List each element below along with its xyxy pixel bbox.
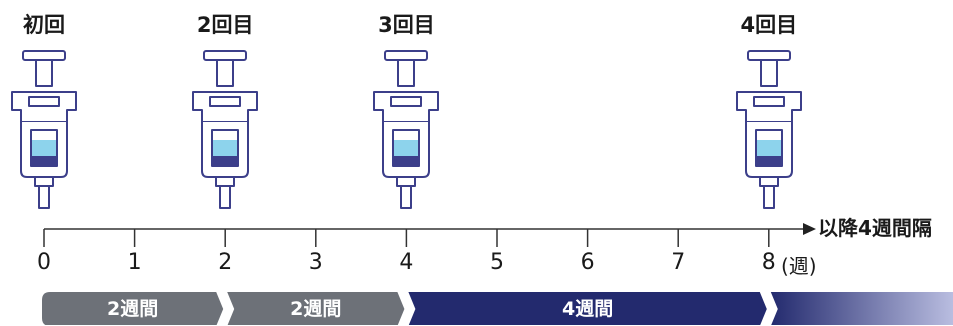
syringe-illustration <box>371 48 441 210</box>
interval-label: 2週間 <box>106 298 159 320</box>
syringe-illustration <box>190 48 260 210</box>
dose-label: 3回目 <box>378 13 435 37</box>
axis-tick-label: 1 <box>127 250 142 275</box>
axis-tick-label: 5 <box>490 250 504 275</box>
axis-tick-label: 7 <box>671 250 686 275</box>
axis-tick-label: 6 <box>580 250 595 275</box>
syringe-icon <box>192 50 259 209</box>
dose-label: 初回 <box>23 13 65 37</box>
syringe-illustration <box>734 48 804 210</box>
interval-bar <box>408 292 767 325</box>
interval-bar <box>227 292 405 325</box>
axis-tick-label: 0 <box>37 250 51 275</box>
interval-label: 4週間 <box>561 298 614 320</box>
syringe-icon <box>735 50 802 209</box>
axis-tick-label: 8 <box>761 250 776 275</box>
axis-tick-label: 4 <box>399 250 414 275</box>
dose-label: 4回目 <box>740 13 798 37</box>
syringe-illustration <box>9 48 79 210</box>
interval-after-label: 以降4週間隔 <box>818 216 932 240</box>
syringe-icon <box>373 50 440 209</box>
continuation-bar <box>770 292 953 325</box>
interval-label: 2週間 <box>290 298 342 320</box>
axis-tick-label: 2 <box>218 250 233 275</box>
axis-arrow-head <box>803 223 816 235</box>
axis-unit-label: (週) <box>781 254 817 278</box>
axis-tick-label: 3 <box>308 250 323 275</box>
dose-label: 2回目 <box>196 13 254 37</box>
syringe-icon <box>11 50 77 209</box>
interval-bar <box>42 292 224 325</box>
